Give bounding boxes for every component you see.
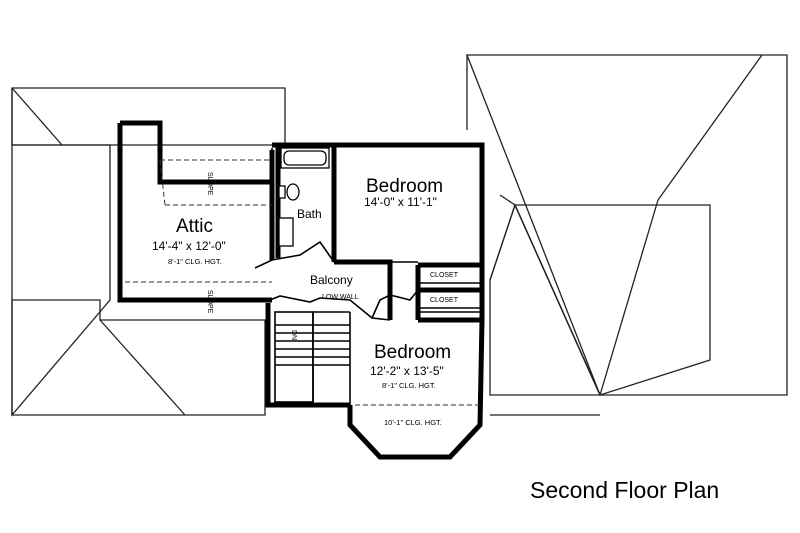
- room-labels: Attic 14'-4" x 12'-0" 8'-1" CLG. HGT. Be…: [152, 172, 719, 503]
- attic-name: Attic: [176, 216, 213, 237]
- bedroom2-size: 12'-2" x 13'-5": [370, 364, 444, 378]
- bedroom1-size: 14'-0" x 11'-1": [364, 195, 437, 209]
- bedroom2-bay-ceiling: 10'-1" CLG. HGT.: [384, 418, 442, 427]
- toilet-tank-icon: [278, 185, 286, 199]
- roof-lines: [11, 54, 788, 417]
- toilet-icon: [286, 183, 300, 201]
- bath-name: Bath: [297, 207, 322, 221]
- stair-treads: [275, 324, 350, 366]
- attic-size: 14'-4" x 12'-0": [152, 239, 226, 253]
- stairs-direction: DN.: [290, 330, 297, 342]
- closet1-label: CLOSET: [430, 272, 459, 279]
- walls: [117, 120, 485, 460]
- bathtub-basin-icon: [283, 150, 327, 166]
- interior-details: [125, 148, 482, 406]
- slope-label-upper: SLOPE: [206, 172, 213, 196]
- closet2-label: CLOSET: [430, 297, 459, 304]
- bedroom1-name: Bedroom: [366, 176, 443, 197]
- balcony-name: Balcony: [310, 273, 353, 287]
- vanity-icon: [278, 217, 294, 247]
- slope-label-lower: SLOPE: [206, 290, 213, 314]
- plan-caption: Second Floor Plan: [530, 477, 719, 503]
- attic-ceiling: 8'-1" CLG. HGT.: [168, 257, 222, 266]
- bedroom2-ceiling: 8'-1" CLG. HGT.: [382, 381, 436, 390]
- bedroom2-name: Bedroom: [374, 342, 451, 363]
- bath-fixtures: [278, 147, 330, 247]
- balcony-note: LOW WALL: [322, 294, 359, 301]
